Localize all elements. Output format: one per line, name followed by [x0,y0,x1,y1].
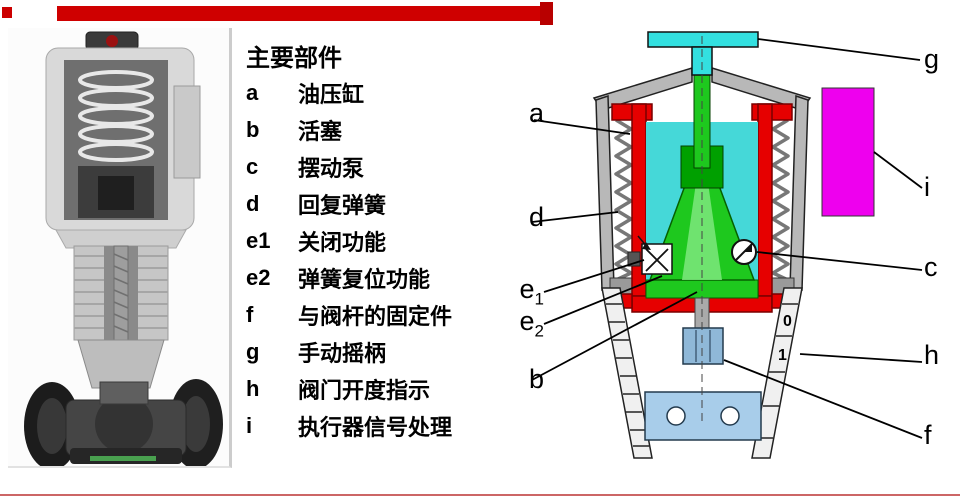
legend-key: c [246,153,259,179]
diagram-label-g: g [924,44,940,74]
gasket [90,456,156,461]
legend-label: 摆动泵 [298,155,365,181]
leader-e2 [543,275,663,325]
diagram-label-d: d [528,202,544,232]
leader-lines [531,38,923,439]
diagram-label-e1: e1 [519,274,545,309]
legend-item-d: d 回复弹簧 [246,185,502,222]
valve-body [24,379,223,470]
legend-label: 弹簧复位功能 [298,266,431,292]
schematic-drawing: 0 1 [531,31,923,459]
diagram-label-h: h [924,340,940,370]
legend-item-e1: e1 关闭功能 [246,222,502,259]
legend-label: 回复弹簧 [298,192,387,218]
diagram-label-a: a [528,98,544,128]
legend-key: e1 [246,227,271,253]
scale-number-0: 0 [783,313,792,330]
legend-key: e2 [246,264,271,290]
actuator-photo-drawing [8,28,229,470]
leader-e1 [543,259,645,293]
indicator-knob [106,35,118,47]
photo-spring-coil [78,70,154,162]
legend-label: 活塞 [298,118,343,144]
housing-left-wall [595,94,615,291]
legend-label: 执行器信号处理 [298,414,453,440]
leader-d [531,211,619,223]
yoke-legs [601,287,803,459]
leader-g [757,38,921,61]
legend-item-g: g 手动摇柄 [246,333,502,370]
stem-connector [682,327,724,365]
legend-item-f: f 与阀杆的固定件 [246,296,502,333]
title-bar-end-block [540,2,553,25]
mounting-plate [644,391,762,441]
legend-item-h: h 阀门开度指示 [246,370,502,407]
legend-key: h [246,375,260,401]
leader-b [531,291,698,381]
legend-label: 阀门开度指示 [298,377,431,403]
diagram-label-e2: e2 [519,306,545,341]
leader-i [873,151,923,189]
leader-f [723,359,923,439]
manual-crank [647,31,759,76]
actuator-schematic: 0 1 [500,30,960,470]
diagram-label-b: b [528,364,544,394]
legend-key: f [246,301,254,327]
legend-label: 关闭功能 [298,229,387,255]
diagram-label-i: i [924,172,930,202]
leader-a [533,119,631,135]
photo-yoke [77,339,165,389]
component-legend: 主要部件 a 油压缸 b 活塞 c 摆动泵 d 回复弹簧 e1 关闭功能 e2 弹簧复位功能… [246,36,502,444]
legend-item-b: b 活塞 [246,111,502,148]
swing-pump [731,239,757,265]
legend-item-a: a 油压缸 [246,74,502,111]
scale-ticks-left [606,303,649,447]
scale-number-1: 1 [778,347,787,364]
legend-item-i: i 执行器信号处理 [246,407,502,444]
legend-item-e2: e2 弹簧复位功能 [246,259,502,296]
bottom-rule [0,494,960,496]
title-bar [57,6,541,21]
diagram-label-f: f [924,420,932,450]
scale-ticks-right [757,303,798,439]
mounting-hole [666,406,686,426]
signal-processor [821,87,875,217]
function-valves [627,235,673,275]
legend-label: 手动摇柄 [298,340,387,366]
leader-c [756,251,923,271]
diagram-label-c: c [924,252,938,282]
actuator-stem-section [55,229,187,395]
title-bullet-square [2,7,12,18]
legend-key: g [246,338,260,364]
legend-label: 油压缸 [298,81,365,107]
legend-label: 与阀杆的固定件 [298,303,453,329]
leader-h [799,353,923,363]
mounting-hole [720,406,740,426]
legend-key: d [246,190,260,216]
legend-item-c: c 摆动泵 [246,148,502,185]
legend-title: 主要部件 [246,44,342,72]
actuator-head [45,31,201,231]
legend-key: a [246,79,259,105]
housing-right-wall [789,94,809,291]
housing [592,66,812,291]
actuator-photo [8,28,232,470]
legend-key: i [246,412,253,438]
legend-key: b [246,116,260,142]
